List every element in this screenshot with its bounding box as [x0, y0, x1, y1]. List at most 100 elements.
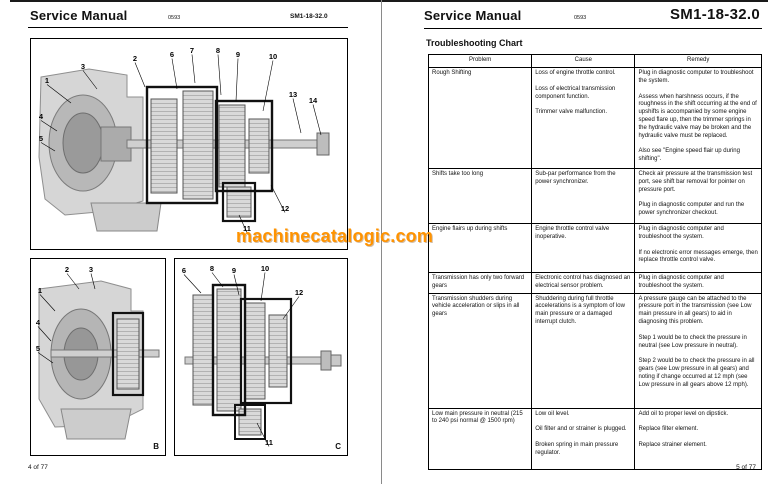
cell-paragraph: Trimmer valve malfunction. [535, 109, 608, 116]
callout-leader-line [46, 84, 72, 104]
cell-paragraph: Step 2 would be to check the pressure in… [638, 358, 755, 388]
right-header-code: 0593 [574, 15, 587, 21]
table-row: Shifts take too long Sub-par performance … [427, 168, 762, 224]
callout-leader-line [260, 272, 266, 302]
cell-paragraph: Plug in diagnostic computer to troublesh… [638, 70, 754, 84]
cell-paragraph: Plug in diagnostic computer and troubles… [638, 275, 724, 289]
problem-cell: Rough Shifting [427, 67, 533, 169]
remedy-cell: Check air pressure at the transmission t… [634, 168, 762, 224]
table-header-cause: Cause [531, 54, 636, 68]
left-page-number: 4 of 77 [28, 464, 48, 471]
callout-number: 5 [36, 344, 40, 353]
callout-leader-line [217, 54, 222, 96]
remedy-cell: Plug in diagnostic computer and troubles… [634, 223, 762, 273]
cell-paragraph: Low oil level. [535, 410, 570, 417]
cell-paragraph: Rough Shifting [432, 70, 472, 76]
callout-number: 3 [81, 62, 85, 71]
callout-leader-line [134, 62, 146, 88]
callout-number: 3 [89, 265, 93, 274]
left-header-docnum: SM1-18-32.0 [290, 13, 328, 20]
callout-leader-line [82, 70, 98, 90]
page-gutter-divider [381, 0, 382, 484]
cell-paragraph: Assess when harshness occurs, if the rou… [638, 93, 757, 139]
cell-paragraph: Step 1 would be to check the pressure in… [638, 334, 747, 349]
table-row: Low main pressure in neutral (215 to 240… [427, 407, 762, 470]
cell-paragraph: Plug in diagnostic computer and run the … [638, 202, 745, 217]
cell-paragraph: Engine flairs up during shifts [432, 226, 508, 232]
cell-paragraph: Sub-par performance from the power synch… [535, 171, 616, 185]
callout-leader-line [233, 274, 240, 296]
gear-section-diagram: 6 8 9 10 12 11 [182, 264, 342, 447]
left-page-title: Service Manual [30, 8, 128, 23]
remedy-cell: A pressure gauge can be attached to the … [634, 292, 762, 409]
cell-paragraph: Loss of electrical transmission componen… [535, 85, 616, 100]
callout-number: 8 [216, 46, 220, 55]
callout-leader-line [211, 272, 224, 288]
right-header-docnum: SM1-18-32.0 [669, 6, 760, 23]
callout-number: 6 [182, 266, 186, 275]
callout-leader-line [90, 273, 96, 290]
problem-cell: Transmission shudders during vehicle acc… [427, 292, 533, 409]
diagram-panel-b: 2 3 1 4 5 B [30, 258, 166, 456]
callout-number: 1 [45, 76, 49, 85]
cause-cell: Loss of engine throttle control.Loss of … [531, 67, 636, 169]
callout-number: 1 [38, 286, 42, 295]
callout-number: 2 [65, 265, 69, 274]
table-header-row: Problem Cause Remedy [427, 54, 762, 68]
callout-leader-line [183, 274, 202, 294]
right-header-rule [424, 28, 762, 29]
callout-leader-line [262, 60, 274, 112]
remedy-cell: Add oil to proper level on dipstick.Repl… [634, 407, 762, 470]
remedy-cell: Plug in diagnostic computer and troubles… [634, 272, 762, 294]
cell-paragraph: Shifts take too long [432, 171, 484, 177]
watermark-text: machinecatalogic.com [236, 226, 434, 246]
callout-number: 10 [261, 264, 269, 273]
callout-number: 9 [232, 266, 236, 275]
panel-b-label: B [153, 442, 159, 451]
callout-number: 12 [295, 288, 303, 297]
table-row: Rough Shifting Loss of engine throttle co… [427, 67, 762, 169]
cell-paragraph: Also see "Engine speed flair up during s… [638, 148, 740, 163]
cause-cell: Engine throttle control valve inoperativ… [531, 223, 636, 273]
cell-paragraph: Transmission shudders during vehicle acc… [432, 295, 520, 318]
callout-number: 13 [289, 90, 297, 99]
callout-number: 9 [236, 50, 240, 59]
callout-number: 4 [36, 318, 41, 327]
right-page-number: 5 of 77 [736, 464, 756, 471]
callout-number: 8 [210, 264, 214, 273]
cell-paragraph: Shuddering during full throttle accelera… [535, 295, 625, 325]
table-row: Transmission has only two forward gears E… [427, 272, 762, 294]
problem-cell: Transmission has only two forward gears [427, 272, 533, 294]
right-page-title: Service Manual [424, 8, 522, 23]
table-header-remedy: Remedy [634, 54, 762, 68]
section-title: Troubleshooting Chart [426, 38, 523, 48]
callout-leader-line [256, 422, 270, 447]
callout-leader-line [39, 294, 56, 312]
cell-paragraph: Transmission has only two forward gears [432, 275, 525, 289]
callout-number: 11 [265, 438, 273, 447]
callout-leader-line [270, 184, 286, 213]
cell-paragraph: Replace filter element. [638, 426, 699, 433]
callout-number: 10 [269, 52, 277, 61]
scan-edge [10, 0, 768, 2]
callout-leader-line [282, 296, 300, 320]
cell-paragraph: Plug in diagnostic computer and troubles… [638, 226, 724, 240]
cell-paragraph: Electronic control has diagnosed an elec… [535, 275, 631, 289]
callout-number: 5 [39, 134, 43, 143]
left-header-code: 0593 [168, 15, 181, 21]
callout-leader-line [191, 54, 196, 84]
cell-paragraph: Engine throttle control valve inoperativ… [535, 226, 610, 240]
converter-section-diagram: 2 3 1 4 5 [36, 265, 160, 440]
cell-paragraph: Check air pressure at the transmission t… [638, 171, 753, 193]
cause-cell: Shuddering during full throttle accelera… [531, 292, 636, 409]
table-header-problem: Problem [427, 54, 533, 68]
callout-leader-line [37, 352, 54, 364]
callout-number: 6 [170, 50, 174, 59]
callout-number: 2 [133, 54, 137, 63]
table-row: Engine flairs up during shifts Engine thr… [427, 223, 762, 273]
